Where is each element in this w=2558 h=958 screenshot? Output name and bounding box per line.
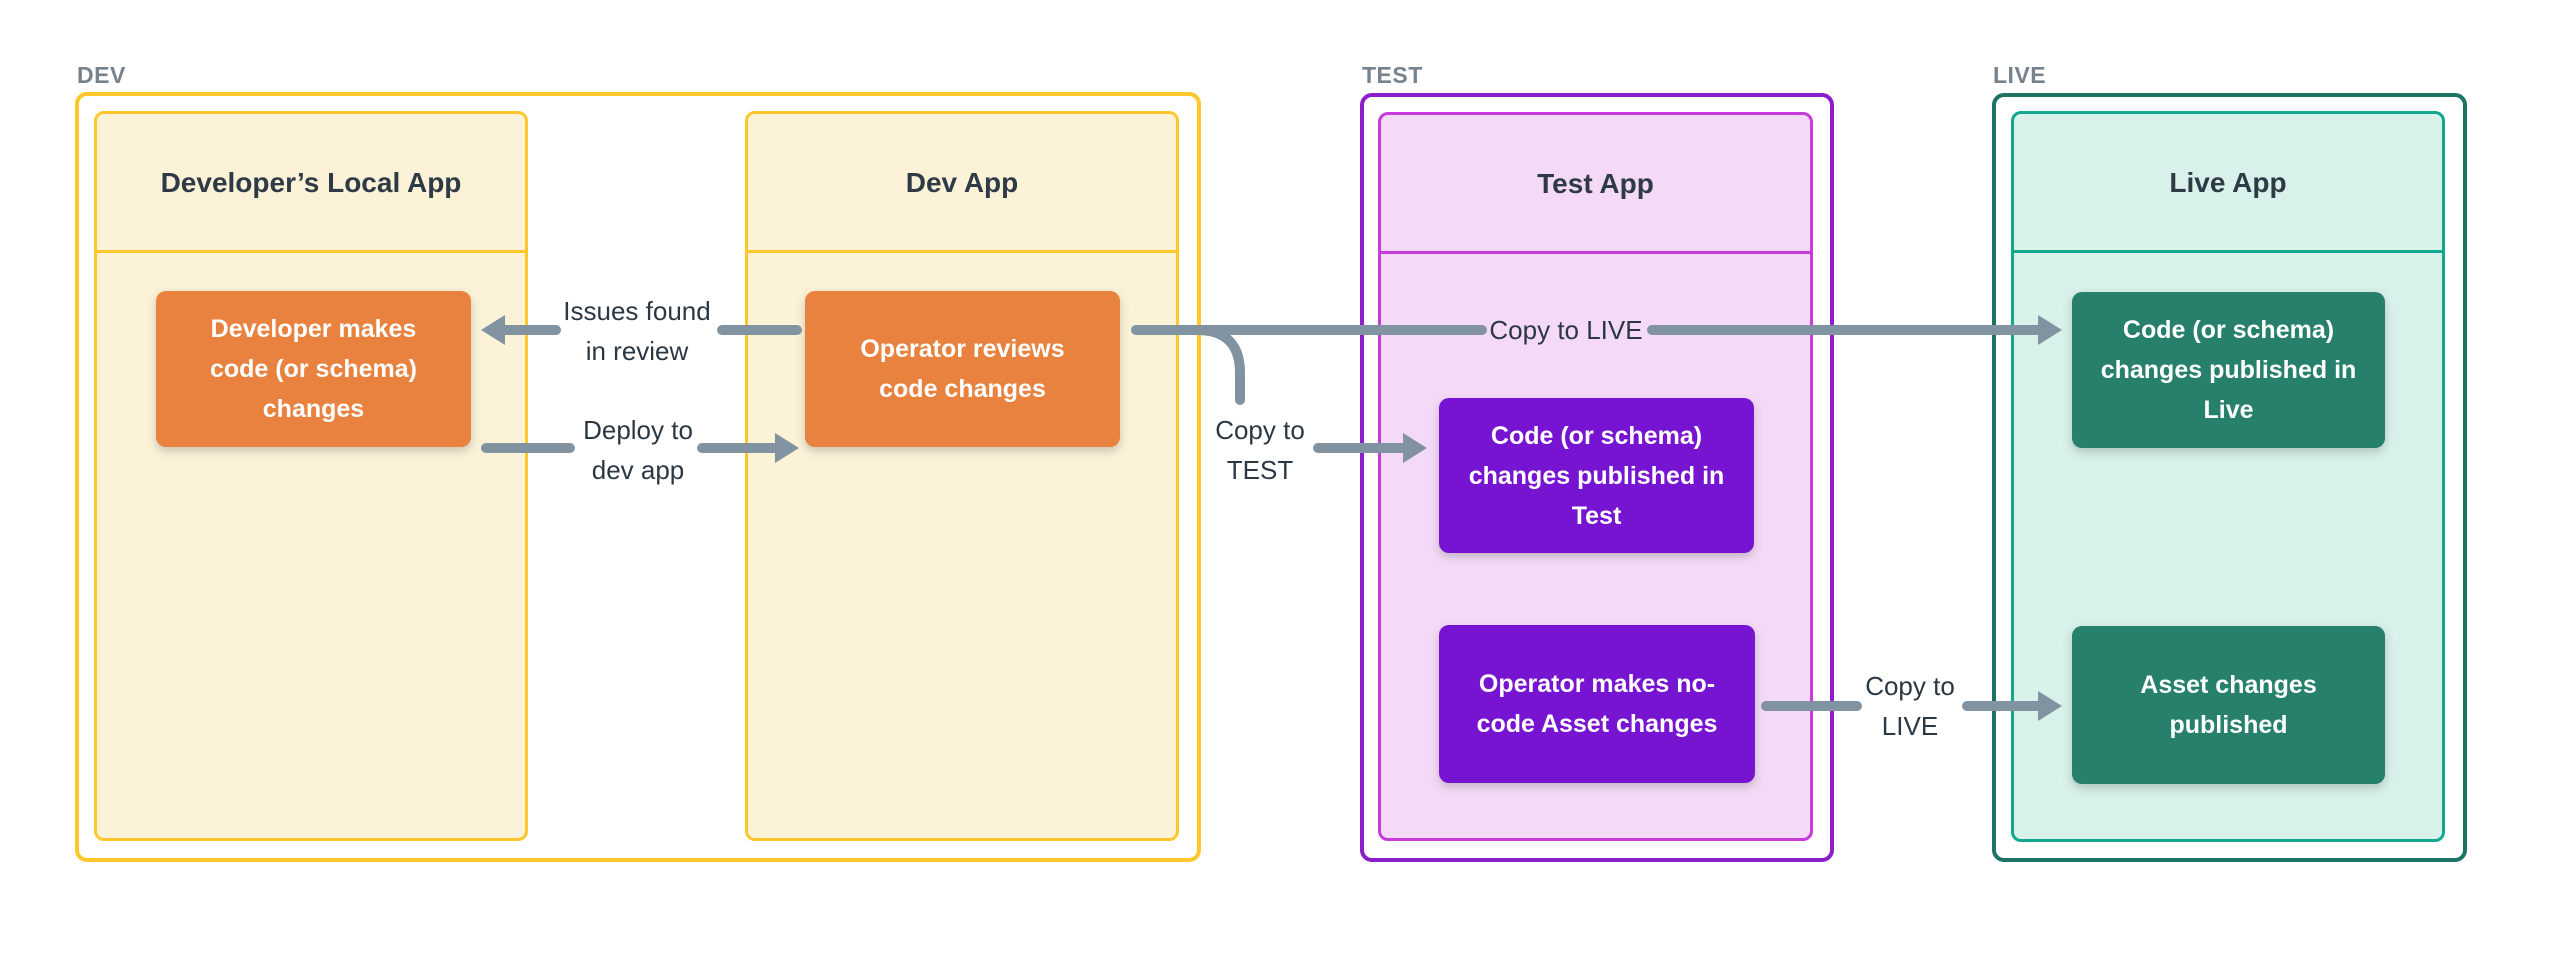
- node-operator-reviews-code: Operator reviews code changes: [805, 291, 1120, 447]
- node-code-published-in-test: Code (or schema) changes published in Te…: [1439, 398, 1754, 553]
- developers-local-app-divider: [97, 250, 525, 253]
- copy-to-live-code-label: Copy to LIVE: [1489, 315, 1643, 345]
- test-app-divider: [1381, 251, 1810, 254]
- node-code-published-in-live: Code (or schema) changes published in Li…: [2072, 292, 2385, 448]
- live-app-title: Live App: [2169, 167, 2287, 198]
- dev-app-box: Dev App Operator reviews code changes: [745, 111, 1179, 841]
- test-group-label: TEST: [1362, 62, 1423, 88]
- copy-to-live-assets-label: Copy to LIVE: [1865, 671, 1955, 741]
- dev-group-label: DEV: [77, 62, 126, 88]
- test-app-title: Test App: [1537, 168, 1654, 199]
- test-app-box: Test App Code (or schema) changes publis…: [1378, 112, 1813, 841]
- node-operator-no-code-asset-changes: Operator makes no- code Asset changes: [1439, 625, 1755, 783]
- dev-app-divider: [748, 250, 1176, 253]
- test-environment-box: Test App Code (or schema) changes publis…: [1360, 93, 1834, 862]
- live-app-box: Live App Code (or schema) changes publis…: [2011, 111, 2445, 842]
- live-group-label: LIVE: [1993, 62, 2047, 88]
- developers-local-app-title: Developer’s Local App: [160, 167, 462, 198]
- live-environment-box: Live App Code (or schema) changes publis…: [1992, 93, 2467, 862]
- dev-app-title: Dev App: [905, 167, 1019, 198]
- developers-local-app-box: Developer’s Local App Developer makes co…: [94, 111, 528, 841]
- dev-environment-box: Developer’s Local App Developer makes co…: [75, 92, 1201, 862]
- live-app-divider: [2014, 250, 2442, 253]
- issues-found-label: Issues found in review: [563, 296, 711, 366]
- node-asset-changes-published: Asset changes published: [2072, 626, 2385, 784]
- copy-to-test-label: Copy to TEST: [1215, 415, 1305, 485]
- node-developer-makes-changes: Developer makes code (or schema) changes: [156, 291, 471, 447]
- copy-test-branch-elbow: [1192, 325, 1245, 405]
- deploy-dev-label: Deploy to dev app: [583, 415, 693, 485]
